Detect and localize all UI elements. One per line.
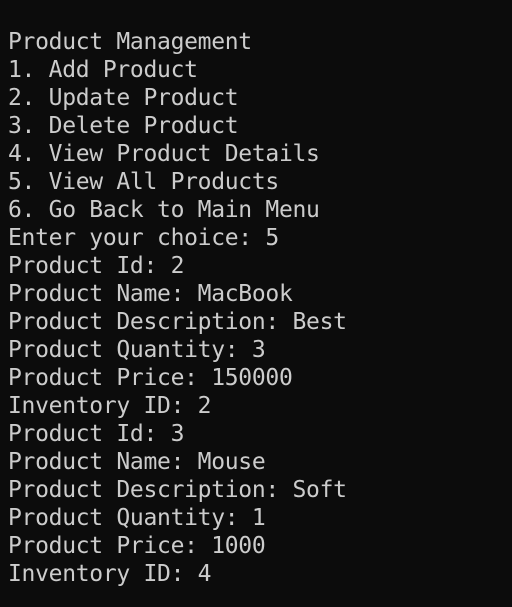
product-quantity-line: Product Quantity: 3	[8, 337, 266, 363]
product-name-line: Product Name: Mouse	[8, 449, 266, 475]
product-id-line: Product Id: 2	[8, 253, 185, 279]
product-quantity-line: Product Quantity: 1	[8, 505, 266, 531]
menu-option-go-back: 6. Go Back to Main Menu	[8, 197, 320, 223]
inventory-id-line: Inventory ID: 4	[8, 561, 212, 587]
menu-option-view-all-products: 5. View All Products	[8, 169, 279, 195]
menu-title: Product Management	[8, 29, 252, 55]
product-price-line: Product Price: 1000	[8, 533, 266, 559]
menu-option-update-product: 2. Update Product	[8, 85, 239, 111]
menu-option-view-product-details: 4. View Product Details	[8, 141, 320, 167]
product-id-line: Product Id: 3	[8, 421, 185, 447]
choice-prompt: Enter your choice: 5	[8, 225, 279, 251]
inventory-id-line: Inventory ID: 2	[8, 393, 212, 419]
product-description-line: Product Description: Best	[8, 309, 347, 335]
terminal-output: Product Management 1. Add Product 2. Upd…	[8, 28, 347, 588]
product-price-line: Product Price: 150000	[8, 365, 293, 391]
menu-option-delete-product: 3. Delete Product	[8, 113, 239, 139]
product-description-line: Product Description: Soft	[8, 477, 347, 503]
menu-option-add-product: 1. Add Product	[8, 57, 198, 83]
product-name-line: Product Name: MacBook	[8, 281, 293, 307]
